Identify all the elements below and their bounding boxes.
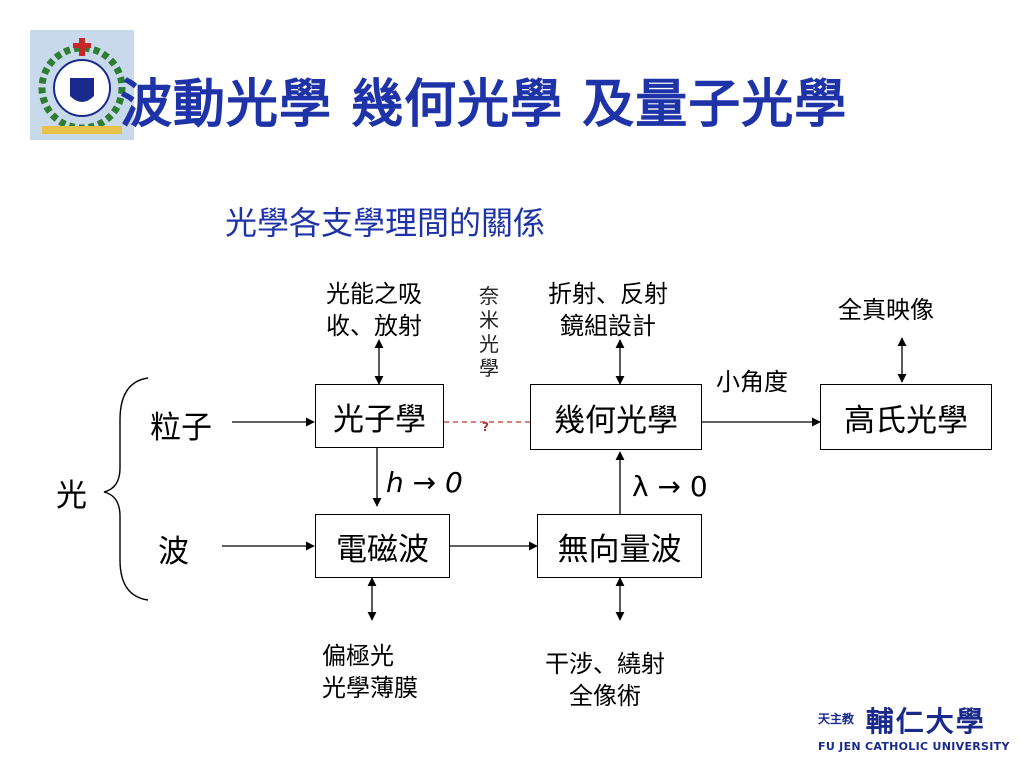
university-logo: 天主教 輔仁大學 FU JEN CATHOLIC UNIVERSITY [818,700,1018,760]
node-em-wave: 電磁波 [315,514,450,578]
node-light: 光 [56,478,87,514]
label-h-limit: h → 0 [386,466,463,499]
emblem-icon [38,38,126,134]
label-question: ? [482,420,489,434]
university-name-en: FU JEN CATHOLIC UNIVERSITY [818,740,1010,753]
label-small-angle: 小角度 [716,368,788,396]
input-particle: 粒子 [150,410,212,446]
app-gaussian: 全真映像 [838,296,934,324]
university-name-zh: 天主教 輔仁大學 [818,705,986,738]
node-scalar-wave: 無向量波 [537,514,702,578]
input-wave: 波 [158,534,189,570]
university-emblem [30,30,134,140]
label-lambda-limit: λ → 0 [632,470,708,503]
slide-title: 波動光學 幾何光學 及量子光學 [120,74,848,135]
slide-subtitle: 光學各支學理間的關係 [225,204,546,242]
app-em: 偏極光 光學薄膜 [322,642,418,702]
light-brace [103,377,149,601]
node-gaussian-optics: 高氏光學 [820,384,992,450]
node-photonics: 光子學 [315,384,444,448]
app-geometric: 折射、反射 鏡組設計 [548,280,668,340]
app-photonics: 光能之吸 收、放射 [326,280,422,340]
app-scalar: 干涉、繞射 全像術 [545,650,665,710]
node-geometric-optics: 幾何光學 [530,384,702,450]
label-nano-optics: 奈 米 光 學 [479,284,499,380]
